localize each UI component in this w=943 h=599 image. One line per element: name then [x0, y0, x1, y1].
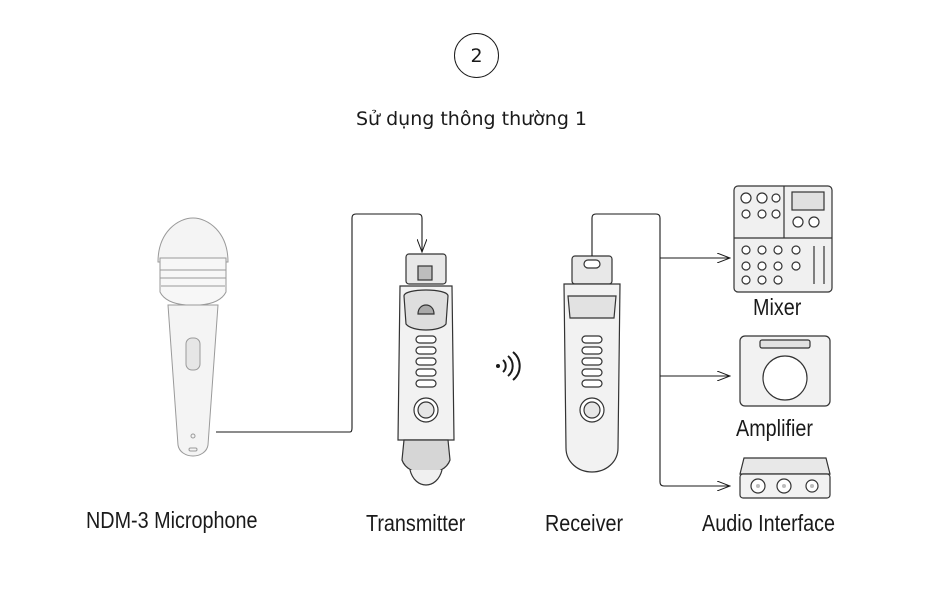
step-number-badge: 2 [454, 33, 499, 78]
microphone-illustration [157, 217, 229, 457]
audio-interface-label: Audio Interface [702, 510, 836, 536]
mic-to-transmitter-cable [216, 213, 422, 433]
step-number: 2 [470, 44, 483, 67]
receiver-label: Receiver [545, 510, 624, 536]
amplifier-illustration [739, 335, 831, 407]
wireless-signal-icon [496, 351, 521, 381]
mic-grille [157, 217, 229, 263]
receiver-output-cable [591, 213, 730, 486]
mic-switch [185, 337, 201, 371]
microphone-label: NDM-3 Microphone [86, 507, 258, 533]
mixer-illustration [733, 185, 833, 293]
transmitter-illustration [397, 253, 455, 486]
transmitter-label: Transmitter [366, 510, 466, 536]
receiver-body [563, 283, 621, 473]
receiver-illustration [563, 255, 621, 473]
transmitter-connector [401, 439, 451, 474]
audio-interface-illustration [739, 457, 831, 499]
mic-handle [167, 304, 219, 457]
mixer-label: Mixer [753, 294, 802, 320]
amplifier-label: Amplifier [736, 415, 813, 441]
diagram-title: Sử dụng thông thường 1 [355, 108, 588, 130]
